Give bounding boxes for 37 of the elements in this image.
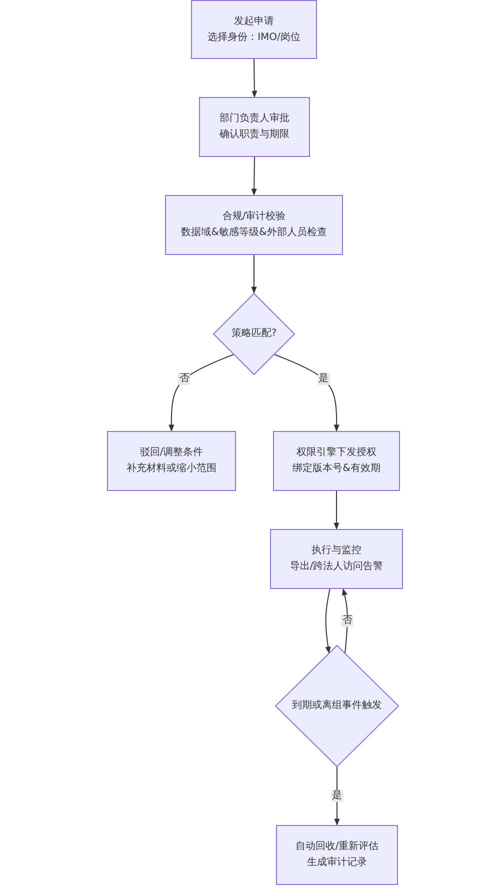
edge-label: 否 — [341, 614, 354, 627]
arrow — [251, 254, 257, 294]
arrow — [251, 156, 257, 196]
process-box — [273, 431, 400, 491]
node-title: 到期或离组事件触发 — [292, 698, 382, 713]
decision-diamond — [275, 645, 399, 767]
arrow — [342, 588, 348, 654]
process-box — [270, 529, 403, 589]
process-box — [107, 431, 236, 491]
edge-label: 是 — [318, 373, 330, 386]
node-title: 部门负责人审批 — [220, 112, 290, 126]
node-title: 策略匹配? — [231, 327, 277, 341]
node-detail: 绑定版本号&有效期 — [292, 462, 380, 476]
process-box — [165, 195, 343, 255]
node-title: 发起申请 — [234, 14, 274, 28]
node-title: 驳回/调整条件 — [140, 446, 204, 460]
node-detail: 选择身份：IMO/岗位 — [208, 30, 300, 44]
node-detail: 导出/跨法人访问告警 — [290, 560, 384, 574]
process-box — [191, 0, 317, 59]
node-title: 合规/审计校验 — [222, 210, 286, 224]
node-title: 执行与监控 — [312, 544, 362, 558]
edge-label: 是 — [331, 790, 343, 802]
node-title: 权限引擎下发授权 — [296, 446, 376, 460]
node-detail: 补充材料或缩小范围 — [126, 462, 216, 476]
node-detail: 数据域&敏感等级&外部人员检查 — [181, 226, 327, 240]
node-title: 自动回收/重新评估 — [295, 840, 379, 854]
decision-diamond — [213, 293, 295, 375]
arrow — [325, 588, 331, 654]
process-box — [276, 825, 398, 885]
node-detail: 确认职责与期限 — [220, 128, 290, 142]
process-box — [199, 97, 310, 157]
arrow — [252, 58, 258, 98]
arrow — [334, 490, 340, 530]
edge-label: 否 — [178, 373, 190, 386]
node-detail: 生成审计记录 — [307, 856, 367, 870]
arrow — [274, 354, 340, 432]
arrow — [168, 354, 234, 432]
